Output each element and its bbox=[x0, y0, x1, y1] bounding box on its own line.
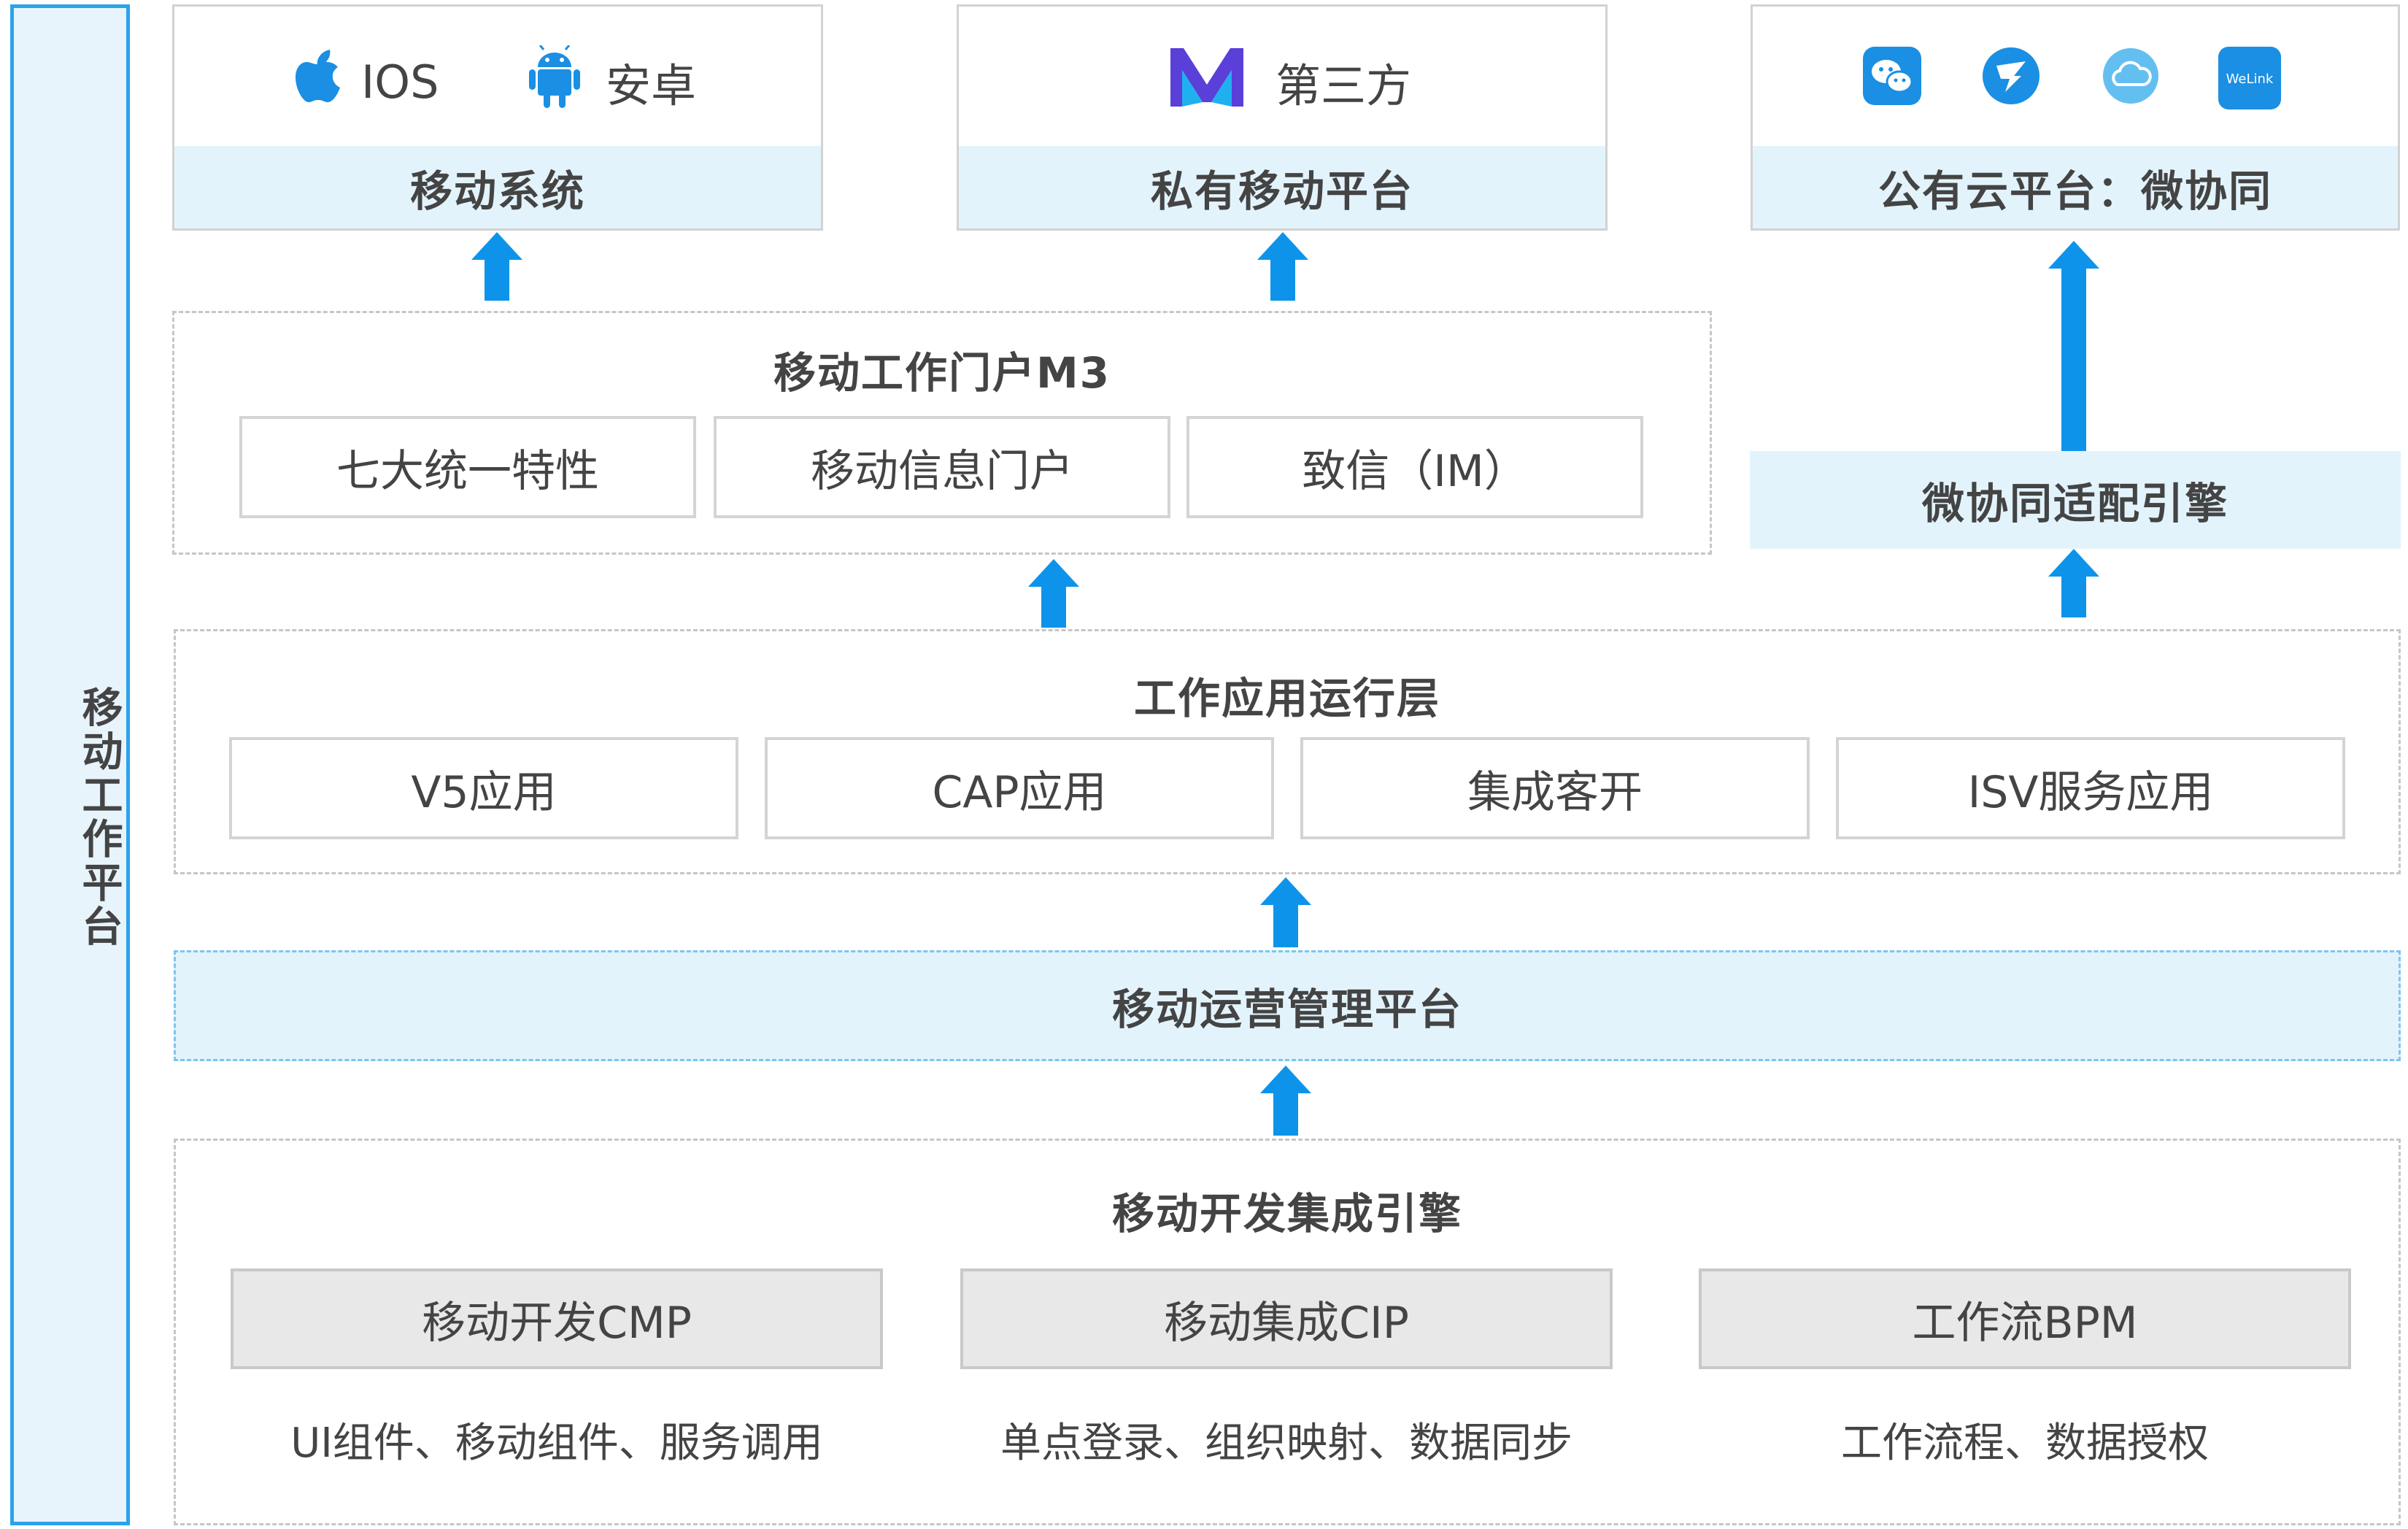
adapter-engine: 微协同适配引擎 bbox=[1750, 451, 2401, 549]
apple-icon bbox=[296, 47, 347, 105]
m3-item: 七大统一特性 bbox=[239, 416, 696, 518]
m3-portal-title: 移动工作门户M3 bbox=[773, 348, 1111, 398]
welink-icon: WeLink bbox=[2218, 47, 2281, 109]
third-party-label: 第三方 bbox=[1276, 59, 1412, 112]
android-icon bbox=[529, 45, 580, 108]
band-mobile-system: 移动系统 bbox=[174, 146, 821, 228]
arrow-up-icon bbox=[2048, 549, 2099, 617]
runtime-item: CAP应用 bbox=[765, 737, 1274, 839]
m-logo-icon bbox=[1170, 48, 1243, 107]
band-public-cloud: 公有云平台：微协同 bbox=[1753, 146, 2398, 228]
arrow-up-icon bbox=[1260, 877, 1311, 947]
arrow-up-icon bbox=[1028, 559, 1079, 628]
dev-engine-title: 移动开发集成引擎 bbox=[1111, 1189, 1462, 1239]
dev-engine-group bbox=[174, 1139, 2401, 1525]
arrow-up-icon bbox=[1260, 1066, 1311, 1136]
dev-module: 移动开发CMP bbox=[231, 1268, 883, 1369]
m3-portal-group bbox=[172, 311, 1712, 555]
arrow-up-icon bbox=[471, 232, 522, 301]
dingtalk-icon bbox=[1982, 47, 2040, 105]
ios-label: IOS bbox=[361, 55, 439, 109]
side-panel bbox=[10, 4, 130, 1525]
runtime-item: ISV服务应用 bbox=[1836, 737, 2345, 839]
ops-platform: 移动运营管理平台 bbox=[174, 950, 2401, 1061]
arrow-up-icon bbox=[1257, 232, 1308, 301]
m3-item: 致信（IM） bbox=[1186, 416, 1643, 518]
dev-module: 移动集成CIP bbox=[960, 1268, 1613, 1369]
m3-item: 移动信息门户 bbox=[714, 416, 1170, 518]
wechat-icon bbox=[1863, 47, 1921, 105]
android-label: 安卓 bbox=[606, 59, 697, 112]
dev-module-desc: UI组件、移动组件、服务调用 bbox=[290, 1419, 823, 1467]
dev-module-desc: 单点登录、组织映射、数据同步 bbox=[1000, 1419, 1572, 1467]
runtime-layer-title: 工作应用运行层 bbox=[1133, 674, 1440, 723]
runtime-item: 集成客开 bbox=[1300, 737, 1810, 839]
runtime-layer-group bbox=[174, 629, 2401, 874]
cloud-icon bbox=[2102, 47, 2160, 105]
side-label: 移动工作平台 bbox=[75, 686, 123, 949]
runtime-item: V5应用 bbox=[229, 737, 738, 839]
welink-text: WeLink bbox=[2226, 72, 2274, 87]
dev-module-desc: 工作流程、数据授权 bbox=[1841, 1419, 2209, 1467]
band-private-platform: 私有移动平台 bbox=[959, 146, 1605, 228]
dev-module: 工作流BPM bbox=[1699, 1268, 2351, 1369]
arrow-up-icon bbox=[2048, 241, 2099, 451]
